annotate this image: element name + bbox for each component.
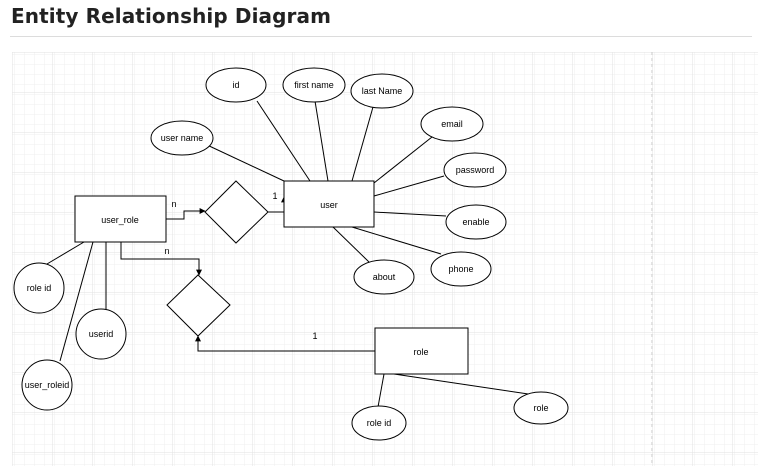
connector-role-role-id (377, 373, 385, 408)
connector-role-role (393, 373, 536, 396)
attribute-role-role-id-label: role id (367, 418, 392, 428)
attribute-email-label: email (441, 119, 463, 129)
attribute-role-role-id[interactable]: role id (351, 405, 407, 441)
diagram-canvas[interactable]: user user_role role id first name last N… (12, 52, 758, 466)
connector-ur-role-id (46, 241, 85, 265)
attribute-ur-user-roleid[interactable]: user_roleid (21, 359, 73, 411)
relationship-diamond-user-role-role[interactable] (166, 274, 231, 337)
connector-password (373, 175, 445, 197)
attribute-ur-userid[interactable]: userid (75, 308, 127, 360)
entity-user[interactable]: user (283, 180, 375, 228)
attribute-user-name-label: user name (161, 133, 204, 143)
attribute-about-label: about (373, 272, 396, 282)
attribute-role-role[interactable]: role (513, 391, 569, 425)
cardinality-user-role-rel1: n (171, 199, 176, 209)
connector-first-name (314, 100, 329, 182)
attribute-phone[interactable]: phone (430, 251, 492, 287)
attribute-id-label: id (232, 80, 239, 90)
connector-id (256, 100, 311, 182)
attribute-last-name[interactable]: last Name (350, 73, 414, 109)
connector-user-name (204, 143, 285, 182)
cardinality-rel2-role: 1 (312, 331, 317, 341)
entity-user-role-label: user_role (101, 215, 139, 225)
connector-role-to-rel2 (195, 335, 375, 352)
connector-user-role-to-rel2 (120, 242, 202, 276)
attribute-ur-role-id[interactable]: role id (13, 262, 65, 314)
connector-last-name (351, 106, 374, 182)
er-diagram: user user_role role id first name last N… (12, 52, 758, 466)
title-divider (10, 36, 752, 37)
attribute-first-name-label: first name (294, 80, 334, 90)
attribute-ur-role-id-label: role id (27, 283, 52, 293)
page-title: Entity Relationship Diagram (11, 4, 332, 28)
connector-user-role-to-rel1 (166, 208, 206, 220)
connector-enable (373, 211, 447, 217)
attribute-enable[interactable]: enable (445, 204, 507, 240)
connector-ur-user-roleid (59, 241, 94, 362)
attribute-connectors (46, 100, 536, 408)
attribute-about[interactable]: about (353, 259, 415, 295)
attribute-ur-user-roleid-label: user_roleid (25, 380, 70, 390)
attribute-enable-label: enable (462, 217, 489, 227)
connector-about (332, 226, 370, 263)
entity-user-role[interactable]: user_role (74, 195, 167, 243)
attribute-first-name[interactable]: first name (282, 67, 346, 103)
cardinality-rel1-user: 1 (272, 191, 277, 201)
attribute-id[interactable]: id (205, 67, 267, 103)
attribute-ur-userid-label: userid (89, 329, 114, 339)
attribute-email[interactable]: email (420, 106, 484, 142)
attribute-phone-label: phone (448, 264, 473, 274)
connector-email (373, 136, 433, 184)
cardinality-user-role-rel2: n (164, 246, 169, 256)
entity-user-label: user (320, 200, 338, 210)
entity-role-label: role (413, 347, 428, 357)
attribute-role-role-label: role (533, 403, 548, 413)
relationship-diamond-user-role-user[interactable] (204, 180, 269, 244)
connector-phone (351, 226, 442, 255)
attribute-last-name-label: last Name (362, 86, 403, 96)
entity-role[interactable]: role (374, 327, 469, 375)
attribute-password-label: password (456, 165, 495, 175)
attribute-password[interactable]: password (443, 152, 507, 188)
attribute-user-name[interactable]: user name (150, 120, 214, 156)
